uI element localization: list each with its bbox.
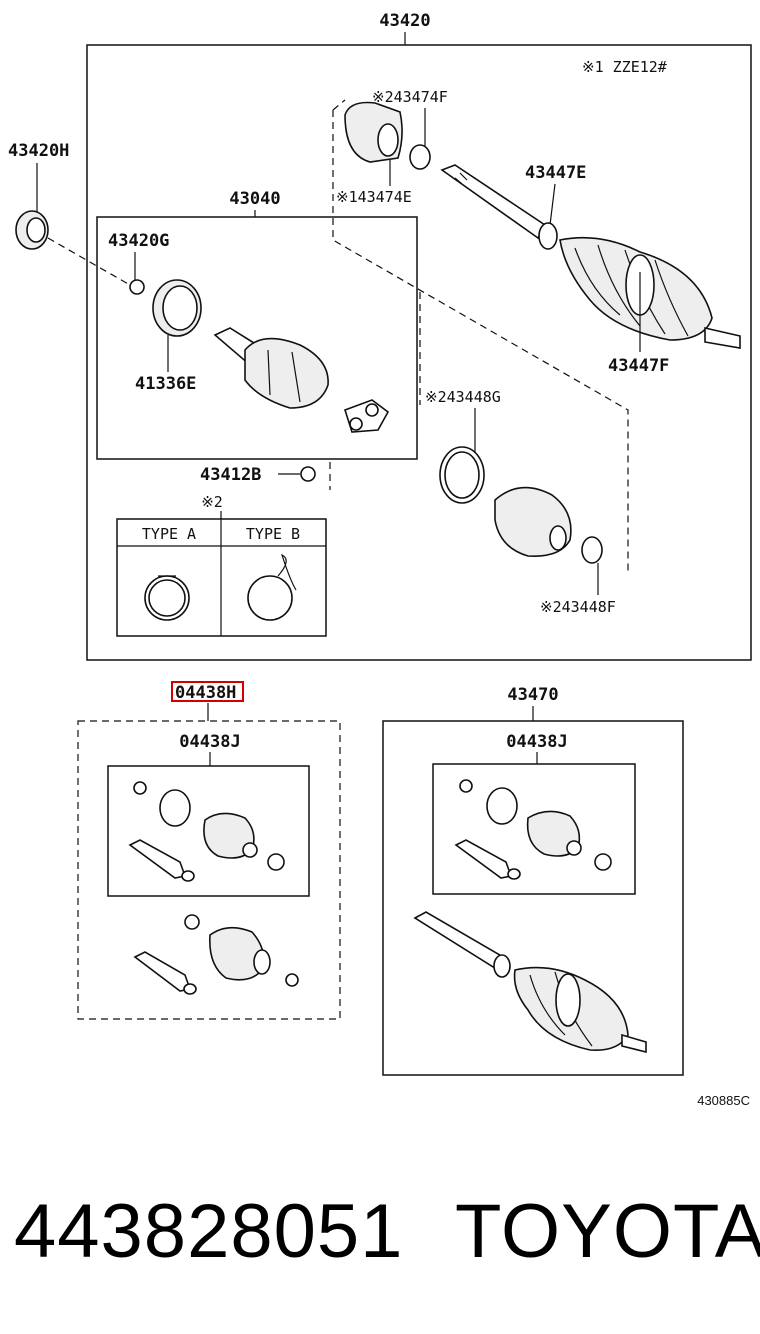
- type-b-header: TYPE B: [246, 525, 300, 543]
- brand-name: TOYOTA: [455, 1189, 760, 1274]
- type-a-header: TYPE A: [142, 525, 196, 543]
- inboard-joint-housing: [213, 327, 329, 409]
- drive-shaft-assembly-43470: [413, 911, 647, 1054]
- label-43474F[interactable]: ※243474F: [372, 88, 448, 106]
- label-43420H[interactable]: 43420H: [8, 141, 69, 161]
- clamp-type-b: [247, 553, 297, 621]
- clamp-43448F: [581, 536, 603, 564]
- seal-43420H: [15, 210, 49, 250]
- dash-boot-top: [332, 99, 346, 111]
- kit-04438H-box: [77, 720, 341, 1020]
- drive-shaft-outboard: [440, 164, 741, 349]
- label-04438J-right[interactable]: 04438J: [506, 732, 567, 752]
- note-model: ※1 ZZE12#: [582, 58, 667, 76]
- label-43470[interactable]: 43470: [507, 685, 558, 705]
- assembly-43040-box: [96, 216, 418, 460]
- kit-right-parts: [454, 779, 612, 880]
- kit-04438J-right-box: [432, 763, 636, 895]
- label-04438H[interactable]: 04438H: [175, 683, 236, 703]
- clamp-type-a: [144, 575, 190, 621]
- boot-43474: [344, 101, 431, 170]
- label-43447F[interactable]: 43447F: [608, 356, 669, 376]
- snap-ring-43420G: [129, 279, 145, 295]
- tripod-joint: [344, 399, 390, 433]
- kit-left-lower-parts: [133, 914, 299, 995]
- label-43412B[interactable]: 43412B: [200, 465, 261, 485]
- leader-43447E: [549, 183, 556, 226]
- kit-04438J-left-box: [107, 765, 310, 897]
- highlight-04438H: [171, 681, 244, 702]
- label-04438J-left[interactable]: 04438J: [179, 732, 240, 752]
- part-footer: 443828051 TOYOTA: [0, 1180, 760, 1290]
- label-43040[interactable]: 43040: [229, 189, 280, 209]
- inboard-boot: [494, 486, 572, 557]
- illustration-code: 430885C: [697, 1093, 750, 1108]
- label-43448G[interactable]: ※243448G: [425, 388, 501, 406]
- snap-ring-43412B: [300, 466, 316, 482]
- label-43447E[interactable]: 43447E: [525, 163, 586, 183]
- part-number: 443828051: [14, 1189, 404, 1274]
- assembly-43470-box: [382, 720, 684, 1076]
- label-43474E[interactable]: ※143474E: [336, 188, 412, 206]
- dash-boot-region: [332, 110, 629, 575]
- label-41336E[interactable]: 41336E: [135, 374, 196, 394]
- kit-left-upper-parts: [128, 781, 285, 882]
- label-43448F[interactable]: ※243448F: [540, 598, 616, 616]
- assembly-43420-box: [86, 44, 752, 661]
- label-43420G[interactable]: 43420G: [108, 231, 169, 251]
- clamp-43448G: [439, 446, 485, 504]
- label-43420: 43420: [379, 11, 430, 31]
- dash-43420H: [47, 237, 131, 286]
- parts-diagram: 43420 ※1 ZZE12# 43420H ※243474F ※143474E…: [8, 11, 752, 1108]
- ring-41336E: [152, 279, 202, 337]
- note-2-label: ※2: [201, 493, 223, 511]
